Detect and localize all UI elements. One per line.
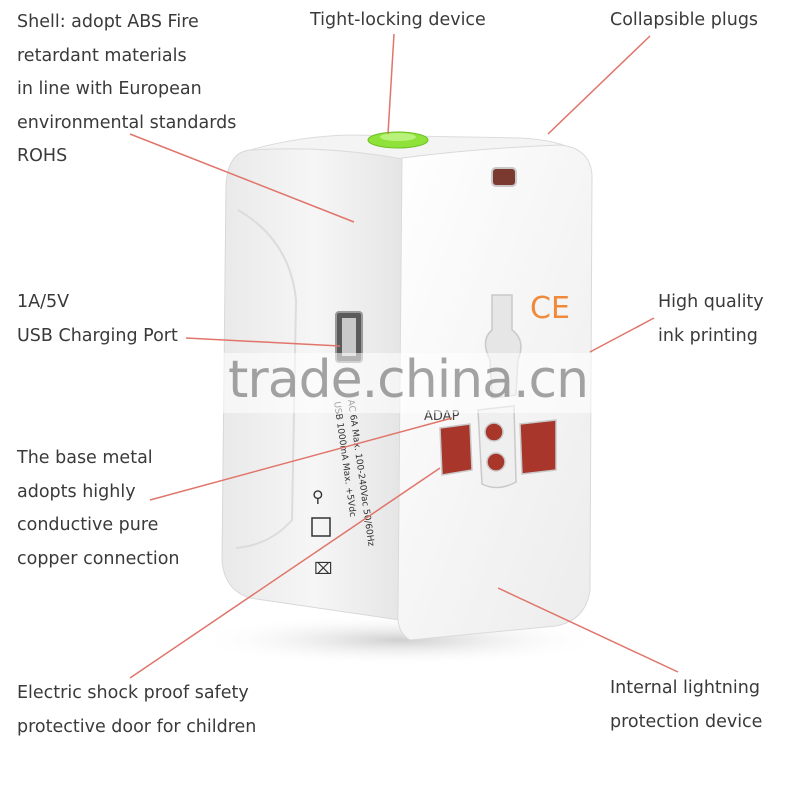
callout-line-shock: [129, 467, 441, 679]
callout-line-ink: [589, 317, 655, 353]
callout-line-text: Tight-locking device: [310, 10, 486, 30]
callout-line-text: environmental standards: [17, 112, 237, 133]
callout-tight-locking: Tight-locking device: [310, 4, 486, 38]
callout-line-text: in line with European: [17, 79, 202, 99]
callout-line-text: ink printing: [658, 325, 758, 346]
callout-usb-port: 1A/5V USB Charging Port: [17, 286, 178, 353]
plug-slot: [491, 167, 517, 187]
callout-line-text: High quality: [658, 292, 764, 312]
callout-line-lightning: [497, 587, 679, 673]
callout-lightning-protection: Internal lightning protection device: [610, 672, 762, 739]
bin-icon: ⌧: [314, 559, 332, 578]
callout-line-text: 1A/5V: [17, 292, 70, 312]
callout-ink-printing: High quality ink printing: [658, 286, 764, 353]
callout-shell-material: Shell: adopt ABS Fire retardant material…: [17, 6, 236, 174]
lower-socket: [439, 405, 557, 489]
callout-lines: [129, 33, 679, 679]
callout-line-text: conductive pure: [17, 515, 159, 535]
callout-base-metal: The base metal adopts highly conductive …: [17, 442, 180, 576]
callout-line-text: adopts highly: [17, 481, 136, 502]
callout-line-text: Electric shock proof safety: [17, 683, 249, 703]
callout-line-shell: [129, 133, 355, 223]
callout-line-metal: [149, 417, 453, 501]
callout-line-text: Collapsible plugs: [610, 10, 759, 30]
callout-line-text: protection device: [610, 711, 763, 732]
callout-line-text: Shell: adopt ABS Fire: [17, 12, 199, 32]
callout-line-text: The base metal: [17, 448, 153, 468]
callout-line-tight: [387, 33, 395, 135]
callout-line-usb: [185, 337, 341, 347]
callout-collapsible-plugs: Collapsible plugs: [610, 4, 758, 38]
usb-symbol-icon: ⚲: [312, 487, 324, 506]
house-icon: [311, 517, 331, 537]
watermark-band: [0, 353, 800, 413]
callout-line-text: Internal lightning: [610, 678, 760, 698]
watermark: trade.china.cn: [228, 350, 589, 410]
callout-line-text: retardant materials: [17, 45, 187, 66]
callout-line-text: USB Charging Port: [17, 325, 178, 346]
callout-line-text: protective door for children: [17, 716, 257, 737]
callout-line-text: copper connection: [17, 548, 180, 569]
side-groove: [235, 209, 298, 549]
callout-line-collapsible: [547, 35, 651, 135]
ce-mark: CE: [530, 291, 570, 326]
callout-line-text: ROHS: [17, 146, 68, 166]
callout-shock-proof: Electric shock proof safety protective d…: [17, 677, 256, 744]
